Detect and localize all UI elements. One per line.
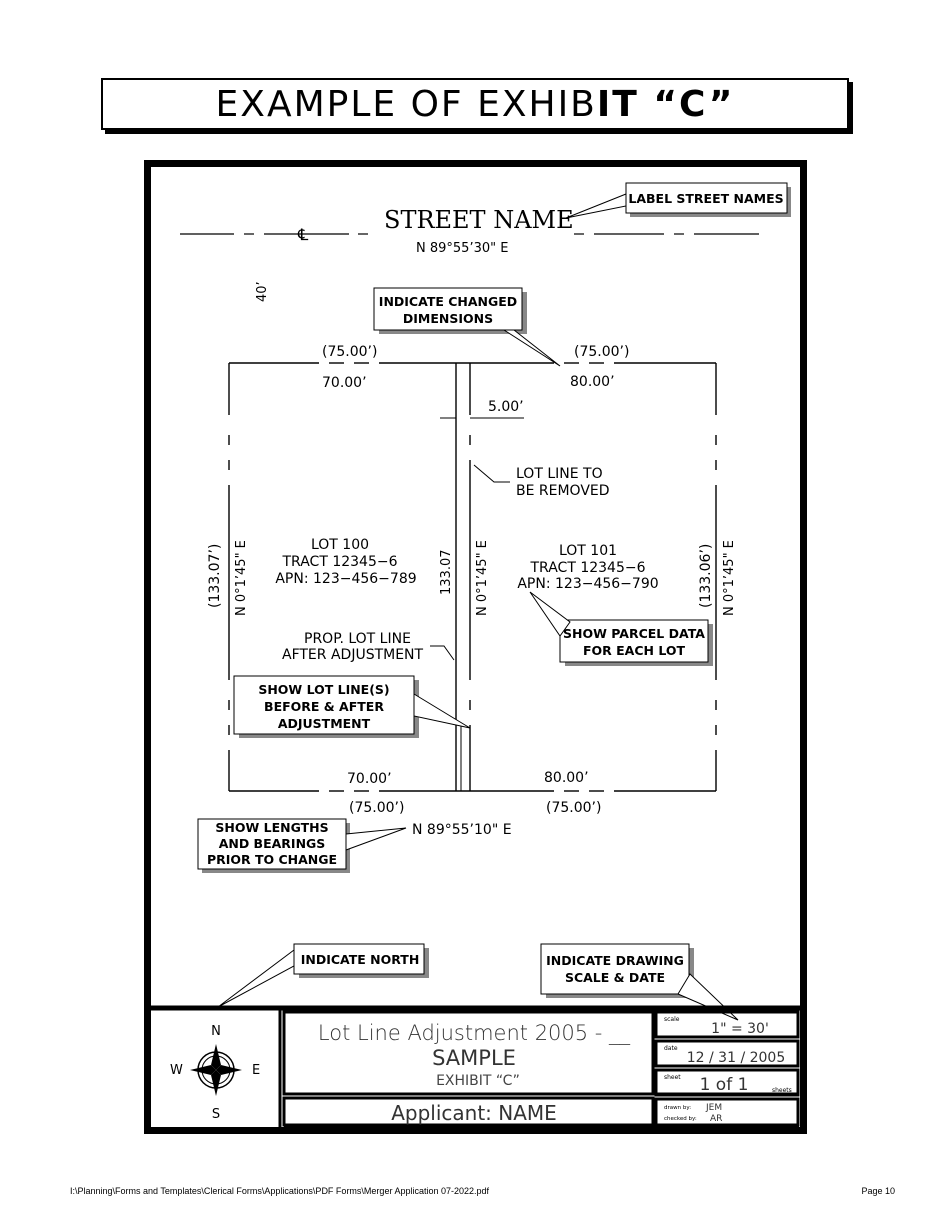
lot-boundaries — [228, 362, 717, 792]
dim-bottom-bearing: N 89°55’10" E — [412, 822, 512, 838]
checked-caption: checked by: — [664, 1116, 697, 1122]
removed-label-2: BE REMOVED — [516, 483, 610, 499]
sheet-caption: sheet — [664, 1074, 681, 1081]
callout-lengths: SHOW LENGTHS AND BEARINGS PRIOR TO CHANG… — [197, 818, 407, 873]
scale-value: 1" = 30' — [711, 1021, 769, 1037]
north-arrow-icon — [190, 1044, 242, 1096]
project-title-3: EXHIBIT “C” — [436, 1073, 520, 1089]
callout-north: INDICATE NORTH — [217, 943, 429, 1008]
page-title: EXAMPLE OF EXHIBIT “C” — [101, 78, 849, 130]
compass-w: W — [170, 1063, 183, 1078]
callout-lot-lines-1: SHOW LOT LINE(S) — [258, 682, 389, 697]
removed-leader — [473, 464, 510, 483]
callout-north-text: INDICATE NORTH — [301, 952, 420, 967]
dim-bottom-right-old: (75.00’) — [546, 800, 601, 816]
page-title-bold: IT “C” — [596, 83, 735, 125]
callout-scale-2: SCALE & DATE — [565, 970, 665, 985]
drawn-caption: drawn by: — [664, 1105, 691, 1111]
street-name-label: STREET NAME — [384, 206, 574, 234]
lot101-apn: APN: 123−456−790 — [517, 576, 658, 592]
dim-top-left-old: (75.00’) — [322, 344, 377, 360]
compass-s: S — [212, 1107, 220, 1122]
centerline-symbol: ℄ — [297, 225, 309, 244]
street-width: 40’ — [255, 281, 270, 302]
callout-lengths-2: AND BEARINGS — [219, 836, 326, 851]
prop-line-label-2: AFTER ADJUSTMENT — [282, 647, 424, 663]
dim-left-old: (133.07’) — [207, 544, 223, 608]
prop-line-leader — [430, 645, 455, 661]
lot100-tract: TRACT 12345−6 — [282, 554, 398, 570]
callout-changed-dimensions: INDICATE CHANGED DIMENSIONS — [373, 287, 561, 367]
footer-file-path: I:\Planning\Forms and Templates\Clerical… — [70, 1186, 490, 1196]
date-caption: date — [664, 1045, 678, 1052]
date-value: 12 / 31 / 2005 — [687, 1050, 786, 1066]
lot100-apn: APN: 123−456−789 — [275, 571, 416, 587]
title-block: N S E W Lot Line Adjustment 2005 - __ SA… — [147, 1005, 804, 1128]
callout-changed-dims-2: DIMENSIONS — [403, 311, 493, 326]
callout-changed-dims-1: INDICATE CHANGED — [379, 294, 517, 309]
page-title-main: EXAMPLE OF EXHIB — [215, 83, 597, 125]
callout-street-names: LABEL STREET NAMES — [565, 182, 791, 219]
dim-right-old: (133.06’) — [698, 544, 714, 608]
dim-top-right-old: (75.00’) — [574, 344, 629, 360]
callout-lot-lines: SHOW LOT LINE(S) BEFORE & AFTER ADJUSTME… — [233, 675, 471, 738]
street-bearing: N 89°55’30" E — [416, 241, 508, 256]
dim-top-left-new: 70.00’ — [322, 375, 367, 391]
exhibit-drawing: ℄ STREET NAME N 89°55’30" E 40’ (75.00’) — [144, 160, 807, 1134]
dim-bottom-left-new: 70.00’ — [347, 771, 392, 787]
sheet-value: 1 of 1 — [700, 1075, 749, 1095]
removed-label-1: LOT LINE TO — [516, 466, 603, 482]
callout-lot-lines-2: BEFORE & AFTER — [264, 699, 384, 714]
callout-parcel-data-2: FOR EACH LOT — [583, 643, 685, 658]
bearing-right: N 0°1’45" E — [722, 540, 737, 616]
sheets-caption: sheets — [772, 1087, 792, 1094]
dim-bottom-right-new: 80.00’ — [544, 770, 589, 786]
prop-line-label-1: PROP. LOT LINE — [304, 631, 411, 647]
lot101-tract: TRACT 12345−6 — [530, 560, 646, 576]
callout-lengths-3: PRIOR TO CHANGE — [207, 852, 337, 867]
project-title-1: Lot Line Adjustment 2005 - __ — [318, 1021, 631, 1045]
dim-offset: 5.00’ — [488, 399, 524, 415]
applicant-name: Applicant: NAME — [391, 1101, 557, 1125]
compass-e: E — [252, 1063, 260, 1078]
drawn-value: JEM — [705, 1103, 722, 1113]
callout-scale-1: INDICATE DRAWING — [546, 953, 684, 968]
callout-parcel-data-1: SHOW PARCEL DATA — [563, 626, 705, 641]
project-title-2: SAMPLE — [432, 1046, 516, 1070]
lot101-number: LOT 101 — [559, 543, 617, 559]
callout-parcel-data: SHOW PARCEL DATA FOR EACH LOT — [529, 591, 713, 666]
checked-value: AR — [710, 1114, 722, 1124]
dim-middle-length: 133.07 — [439, 550, 454, 596]
lot100-number: LOT 100 — [311, 537, 369, 553]
callout-lengths-1: SHOW LENGTHS — [215, 820, 328, 835]
scale-caption: scale — [664, 1016, 680, 1023]
dim-bottom-left-old: (75.00’) — [349, 800, 404, 816]
bearing-left: N 0°1’45" E — [234, 540, 249, 616]
drawing-border — [144, 160, 807, 1134]
dim-top-right-new: 80.00’ — [570, 374, 615, 390]
bearing-middle: N 0°1’45" E — [475, 540, 490, 616]
footer-page-number: Page 10 — [861, 1186, 895, 1196]
compass-n: N — [211, 1024, 221, 1039]
callout-street-names-text: LABEL STREET NAMES — [628, 191, 783, 206]
callout-lot-lines-3: ADJUSTMENT — [278, 716, 371, 731]
